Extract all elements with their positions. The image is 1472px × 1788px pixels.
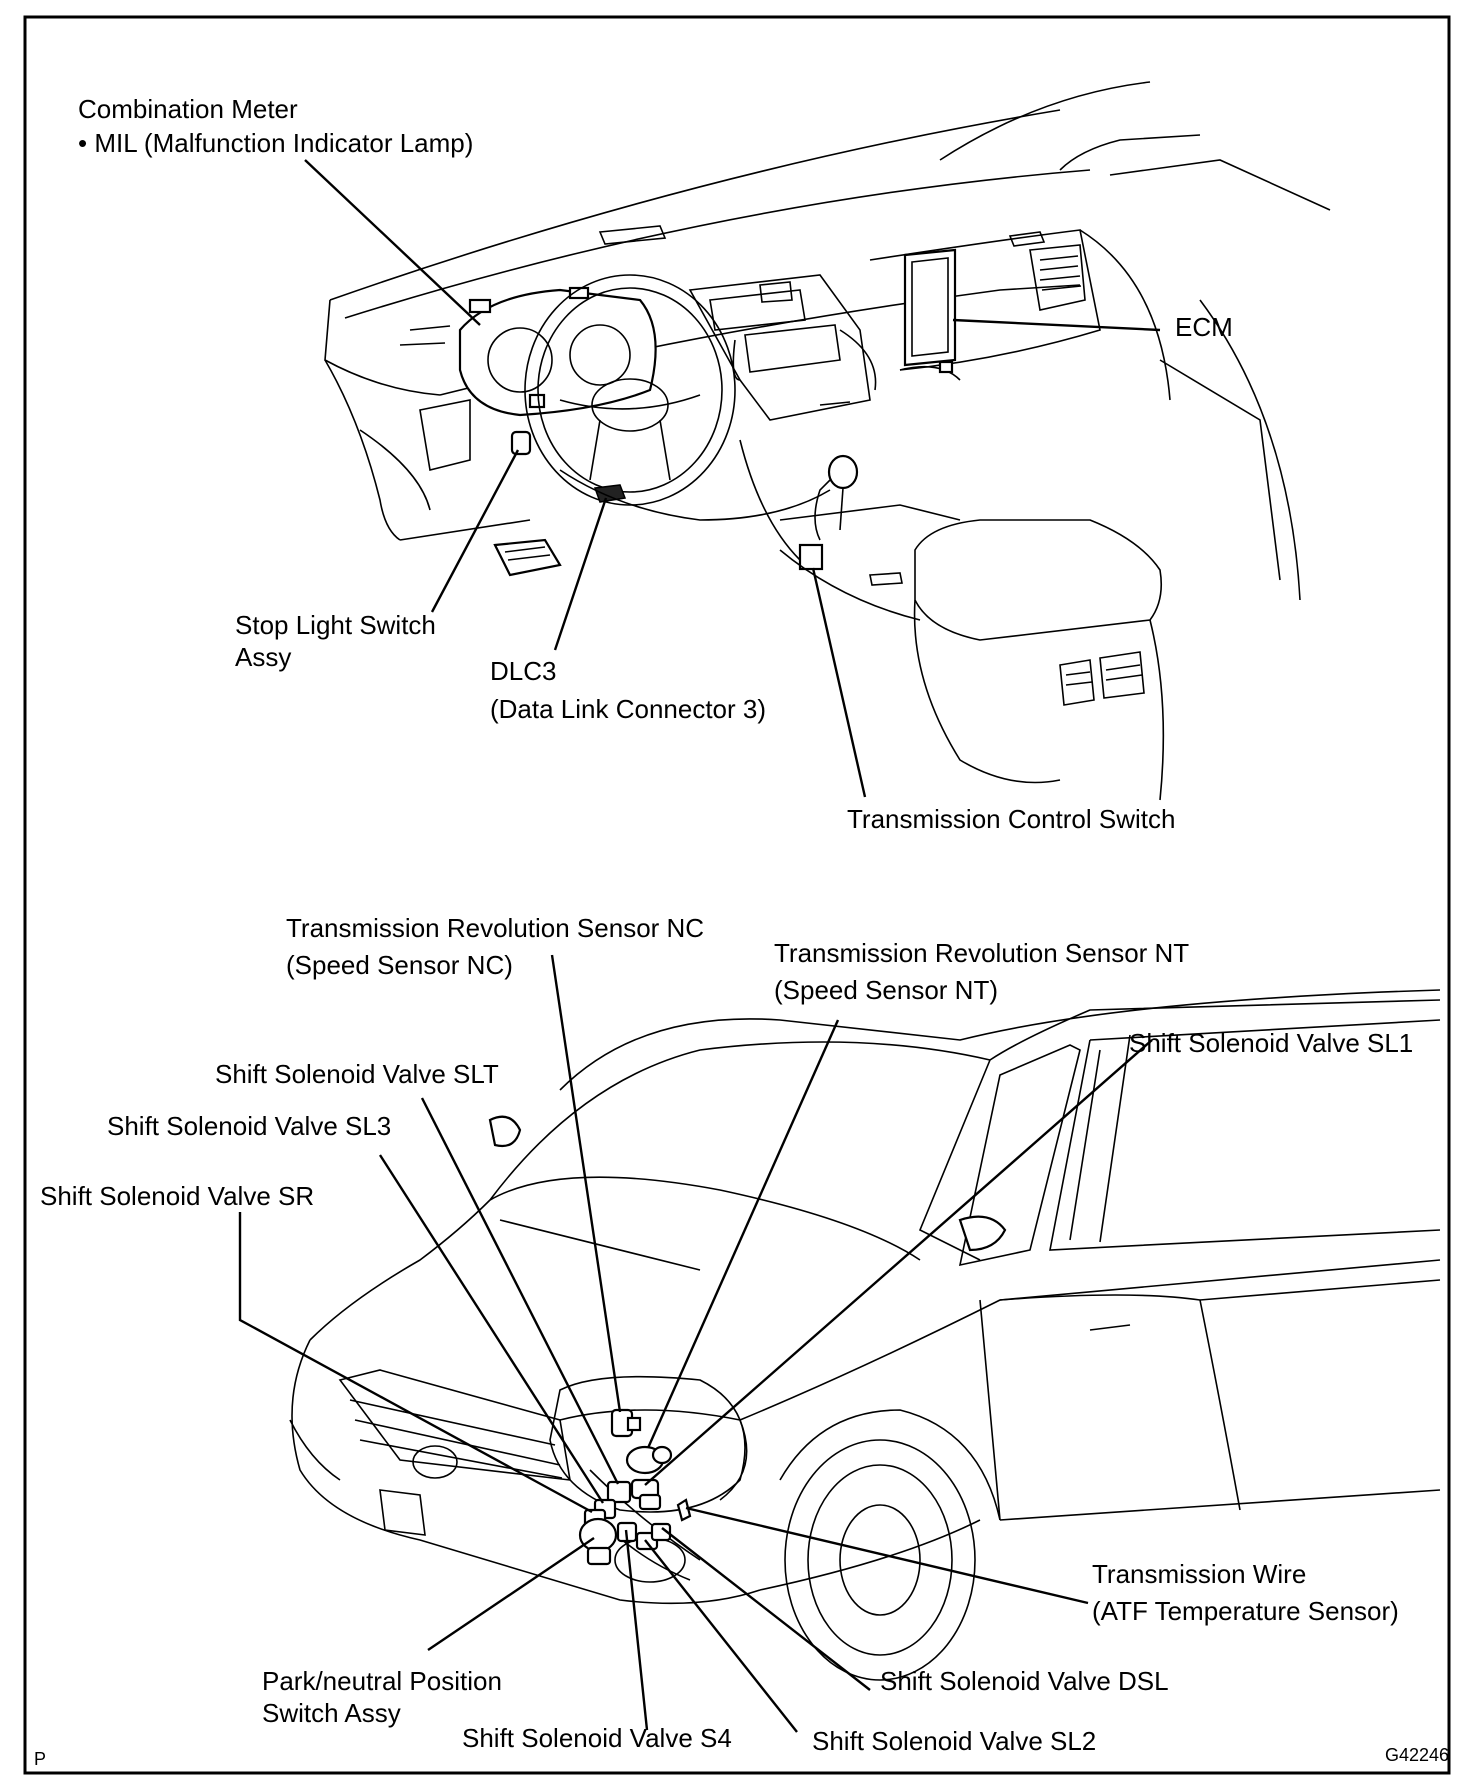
nt-leader bbox=[646, 1019, 840, 1449]
nc-leader bbox=[550, 954, 622, 1413]
transmission-control-switch-leader bbox=[811, 567, 867, 798]
dashboard-illustration bbox=[324, 81, 1331, 801]
corner-letter: P bbox=[34, 1749, 46, 1769]
transmission-control-switch-label: Transmission Control Switch bbox=[847, 804, 1175, 834]
stop-light-switch-assy-label: Assy bbox=[235, 642, 291, 672]
stop-light-switch-label: Stop Light Switch bbox=[235, 610, 436, 640]
pnp-assy-label: Switch Assy bbox=[262, 1698, 401, 1728]
dlc3-desc-label: (Data Link Connector 3) bbox=[490, 694, 766, 724]
slt-leader bbox=[420, 1097, 620, 1485]
combination-meter-leader bbox=[304, 159, 481, 326]
transmission-wire-leader bbox=[685, 1506, 1089, 1605]
car-illustration bbox=[289, 989, 1441, 1681]
sl2-label: Shift Solenoid Valve SL2 bbox=[812, 1726, 1096, 1756]
nt-label: Transmission Revolution Sensor NT bbox=[774, 938, 1189, 968]
sl3-label: Shift Solenoid Valve SL3 bbox=[107, 1111, 391, 1141]
dsl-leader bbox=[661, 1527, 871, 1691]
transmission-wire-desc-label: (ATF Temperature Sensor) bbox=[1092, 1596, 1399, 1626]
sl1-leader bbox=[644, 1039, 1153, 1486]
sr-leader bbox=[238, 1212, 593, 1514]
sl2-leader bbox=[644, 1539, 798, 1733]
figure-code: G42246 bbox=[1385, 1745, 1449, 1765]
stop-light-switch-leader bbox=[430, 449, 520, 613]
pnp-label: Park/neutral Position bbox=[262, 1666, 502, 1696]
sl3-leader bbox=[378, 1154, 605, 1504]
nc-label: Transmission Revolution Sensor NC bbox=[286, 913, 704, 943]
solenoid-slt bbox=[606, 1480, 632, 1504]
slt-label: Shift Solenoid Valve SLT bbox=[215, 1059, 499, 1089]
combination-meter-label: Combination Meter bbox=[78, 94, 298, 124]
park-neutral-switch bbox=[578, 1517, 618, 1553]
dsl-label: Shift Solenoid Valve DSL bbox=[880, 1666, 1169, 1696]
dlc3-leader bbox=[553, 497, 608, 651]
sr-label: Shift Solenoid Valve SR bbox=[40, 1181, 314, 1211]
pnp-leader bbox=[427, 1537, 595, 1651]
transmission-wire bbox=[676, 1498, 692, 1522]
dlc3-label: DLC3 bbox=[490, 656, 556, 686]
nt-desc-label: (Speed Sensor NT) bbox=[774, 975, 998, 1005]
ecm-label: ECM bbox=[1175, 312, 1233, 342]
border-frame bbox=[23, 15, 1451, 1775]
mil-label: • MIL (Malfunction Indicator Lamp) bbox=[78, 128, 473, 158]
s4-leader bbox=[624, 1529, 649, 1731]
nc-desc-label: (Speed Sensor NC) bbox=[286, 950, 513, 980]
transmission-components bbox=[578, 1408, 692, 1566]
ecm-leader bbox=[952, 318, 1161, 332]
sl1-label: Shift Solenoid Valve SL1 bbox=[1129, 1028, 1413, 1058]
transmission-wire-label: Transmission Wire bbox=[1092, 1559, 1306, 1589]
s4-label: Shift Solenoid Valve S4 bbox=[462, 1723, 732, 1753]
solenoid-dsl bbox=[650, 1522, 672, 1542]
